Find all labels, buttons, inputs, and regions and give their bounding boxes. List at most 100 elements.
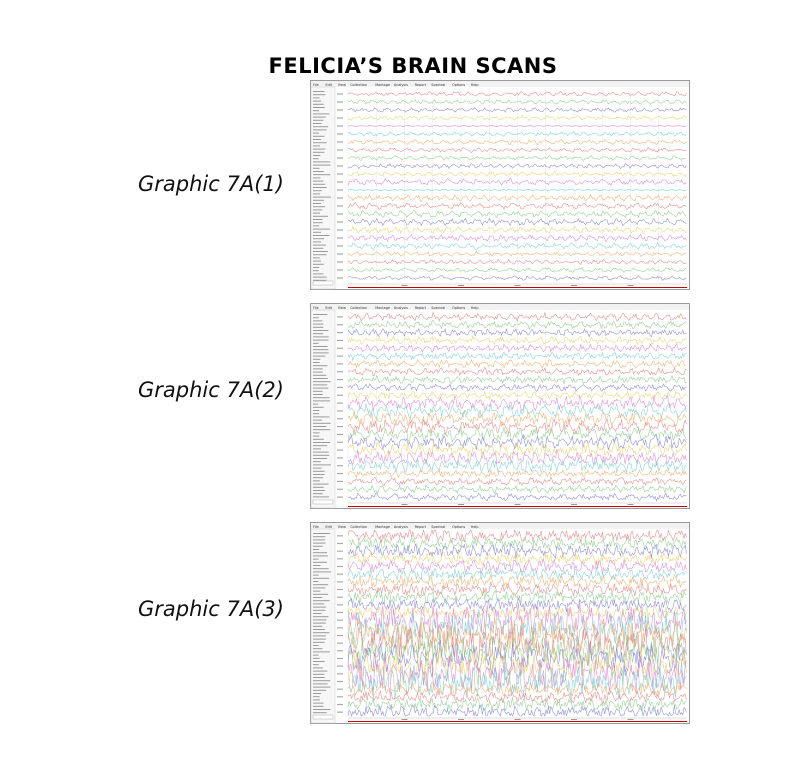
channel-label	[337, 324, 343, 326]
channel-label	[337, 573, 343, 575]
scan-label-1: Graphic 7A(1)	[138, 172, 284, 196]
sidebar-setting-line	[313, 235, 330, 236]
menu-item[interactable]: Spectral	[431, 525, 445, 529]
channel-label	[337, 101, 343, 103]
sidebar-setting-line	[313, 651, 330, 653]
menu-item[interactable]: File	[313, 306, 319, 310]
menu-item[interactable]: View	[338, 525, 346, 529]
sidebar-setting-line	[313, 480, 320, 482]
sidebar-setting-line	[313, 539, 326, 541]
sidebar-setting-line	[313, 397, 330, 399]
sidebar-setting-line	[313, 454, 330, 456]
channel-label	[337, 703, 343, 706]
channel-label	[337, 581, 343, 583]
sidebar-setting-line	[313, 365, 328, 367]
menu-item[interactable]: Analysis	[394, 306, 408, 310]
menu-item[interactable]: Spectral	[431, 306, 445, 310]
sidebar-setting-line	[313, 561, 328, 563]
eeg-trace	[347, 681, 687, 698]
eeg-panel-3: File Edit View Collection Montage Analysis Rep…	[310, 522, 690, 724]
channel-label	[337, 680, 343, 683]
sidebar-setting-line	[313, 148, 326, 150]
channel-label	[337, 550, 343, 552]
menu-item[interactable]: Report	[415, 83, 427, 87]
menu-item[interactable]: Edit	[325, 525, 332, 529]
eeg-trace	[347, 250, 687, 258]
sidebar-setting-line	[313, 212, 320, 214]
menu-item[interactable]: Edit	[325, 83, 332, 87]
eeg-trace	[347, 193, 687, 203]
sidebar-setting-line	[313, 686, 331, 688]
sidebar-setting-line	[313, 442, 331, 443]
sidebar-setting-line	[313, 251, 328, 252]
sidebar-setting-line	[313, 677, 325, 678]
sidebar-setting-line	[313, 587, 326, 589]
menu-item[interactable]: Spectral	[431, 83, 445, 87]
sidebar-setting-line	[313, 190, 322, 192]
sidebar-setting-line	[313, 657, 320, 659]
menu-item[interactable]: Help	[471, 306, 479, 310]
eeg-trace	[347, 335, 687, 346]
display-time-field[interactable]	[312, 714, 334, 720]
sidebar-setting-line	[313, 368, 323, 370]
menu-item[interactable]: Edit	[325, 306, 332, 310]
eeg-trace	[347, 704, 687, 718]
sidebar-setting-line	[313, 129, 327, 131]
menu-item[interactable]: Options	[452, 83, 465, 87]
eeg-trace	[347, 402, 687, 420]
channel-label	[337, 331, 343, 334]
menu-item[interactable]: Help	[471, 83, 479, 87]
eeg-trace	[347, 600, 687, 639]
menu-item[interactable]: View	[338, 306, 346, 310]
sidebar-setting-line	[313, 702, 324, 704]
eeg-trace	[347, 625, 687, 661]
menu-item[interactable]: View	[338, 83, 346, 87]
eeg-panel-2: File Edit View Collection Montage Analysis Rep…	[310, 303, 690, 509]
menu-item[interactable]: Montage	[375, 525, 390, 529]
menu-item[interactable]: Report	[415, 525, 427, 529]
channel-label	[337, 634, 343, 637]
channel-label	[337, 627, 343, 629]
sidebar-setting-line	[313, 696, 320, 698]
sidebar-setting-line	[313, 381, 331, 383]
sidebar-setting-line	[313, 267, 320, 268]
menu-item[interactable]: Options	[452, 525, 465, 529]
sidebar-setting-line	[313, 641, 325, 643]
sidebar-setting-line	[313, 680, 331, 682]
menu-item[interactable]: Montage	[375, 306, 390, 310]
menu-item[interactable]: Analysis	[394, 83, 408, 87]
sidebar-setting-line	[313, 458, 328, 459]
channel-label	[337, 418, 343, 420]
sidebar-setting-line	[313, 416, 330, 418]
menu-item[interactable]: Collection	[350, 306, 367, 310]
sidebar-setting-line	[313, 371, 323, 373]
time-tick-label	[514, 719, 521, 720]
sidebar-setting-line	[313, 477, 324, 479]
menu-item[interactable]: Options	[452, 306, 465, 310]
time-tick-label	[401, 719, 408, 720]
sidebar-setting-line	[313, 574, 319, 576]
eeg-trace	[347, 390, 687, 400]
menu-item[interactable]: Help	[471, 525, 479, 529]
display-time-field[interactable]	[312, 280, 334, 286]
sidebar-setting-line	[313, 254, 327, 256]
sidebar-setting-line	[313, 116, 326, 118]
display-time-field[interactable]	[312, 499, 334, 505]
menu-item[interactable]: Collection	[350, 83, 367, 87]
menu-item[interactable]: File	[313, 83, 319, 87]
eeg-trace	[347, 689, 687, 705]
eeg-trace	[347, 558, 687, 575]
eeg-trace	[347, 131, 687, 137]
eeg-trace	[347, 442, 687, 459]
channel-label	[337, 173, 343, 175]
eeg-trace	[347, 217, 687, 227]
sidebar-setting-line	[313, 613, 322, 614]
sidebar-setting-line	[313, 247, 324, 249]
menu-item[interactable]: Report	[415, 306, 427, 310]
menu-item[interactable]: Collection	[350, 525, 367, 529]
menu-item[interactable]: Montage	[375, 83, 390, 87]
menu-item[interactable]: File	[313, 525, 319, 529]
eeg-trace	[347, 114, 687, 121]
menu-item[interactable]: Analysis	[394, 525, 408, 529]
eeg-trace	[347, 529, 687, 544]
